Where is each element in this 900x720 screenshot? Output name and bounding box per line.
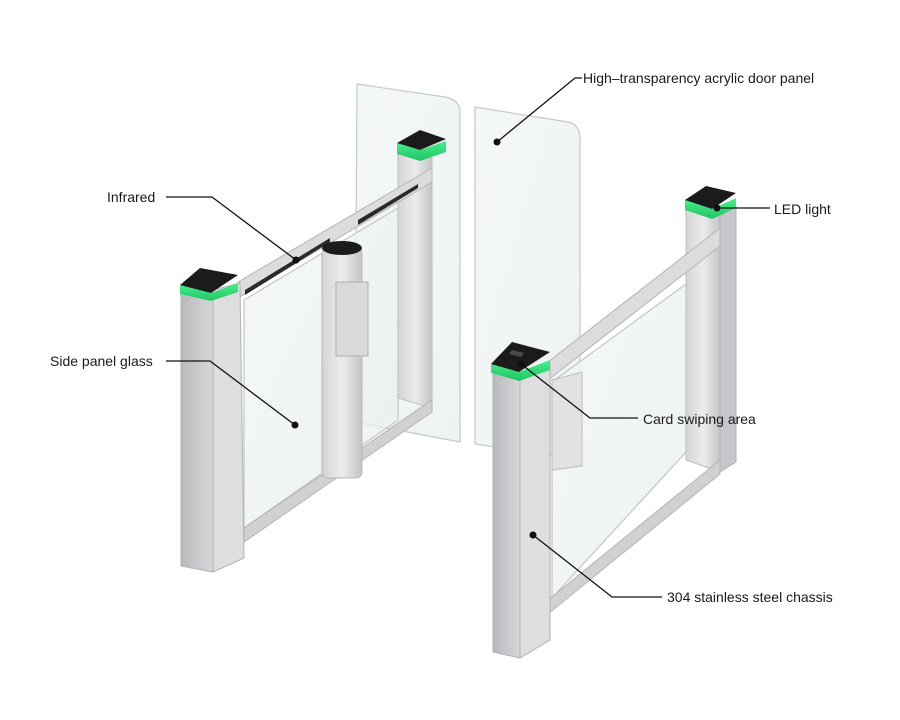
label-infrared: Infrared — [107, 189, 155, 205]
infrared-sensor-strip — [245, 184, 418, 295]
callout-chassis: 304 stainless steel chassis — [529, 531, 833, 605]
left-back-led-ring — [397, 141, 446, 161]
callout-dot — [291, 421, 299, 429]
left-front-cap — [180, 268, 238, 293]
right-front-post — [492, 366, 521, 659]
card-reader-icon — [509, 350, 524, 357]
card-swiping-cap — [491, 342, 550, 372]
leader-line — [520, 363, 638, 419]
label-chassis: 304 stainless steel chassis — [667, 589, 833, 605]
callout-dot — [292, 256, 300, 264]
leader-line — [166, 196, 297, 261]
left-back-cap — [397, 130, 446, 150]
door-pivot-cap — [322, 241, 362, 255]
label-led-light: LED light — [774, 201, 831, 217]
callout-side-panel-glass: Side panel glass — [50, 353, 299, 429]
leader-line — [496, 77, 582, 143]
callout-door-panel: High–transparency acrylic door panel — [493, 70, 814, 146]
left-front-led-ring — [180, 283, 238, 301]
right-front-led-ring — [491, 360, 550, 381]
right-back-cap — [685, 186, 736, 209]
label-side-panel-glass: Side panel glass — [50, 353, 153, 369]
left-front-post-face — [212, 282, 245, 573]
inner-reader-box — [551, 371, 583, 471]
label-card-swiping-area: Card swiping area — [643, 411, 756, 427]
callout-card-swiping-area: Card swiping area — [517, 360, 756, 427]
left-front-post — [180, 284, 214, 573]
right-side-panel-glass — [551, 282, 687, 600]
leader-line — [532, 534, 662, 598]
door-hinge-plate — [335, 281, 369, 357]
leader-line — [166, 360, 296, 426]
right-back-post-side — [719, 205, 737, 473]
callout-led-light: LED light — [713, 201, 831, 217]
callout-infrared: Infrared — [107, 189, 300, 264]
right-front-post-face — [519, 363, 551, 659]
left-gate-unit — [180, 83, 461, 573]
right-gate-unit — [474, 106, 737, 659]
label-door-panel: High–transparency acrylic door panel — [583, 70, 814, 86]
